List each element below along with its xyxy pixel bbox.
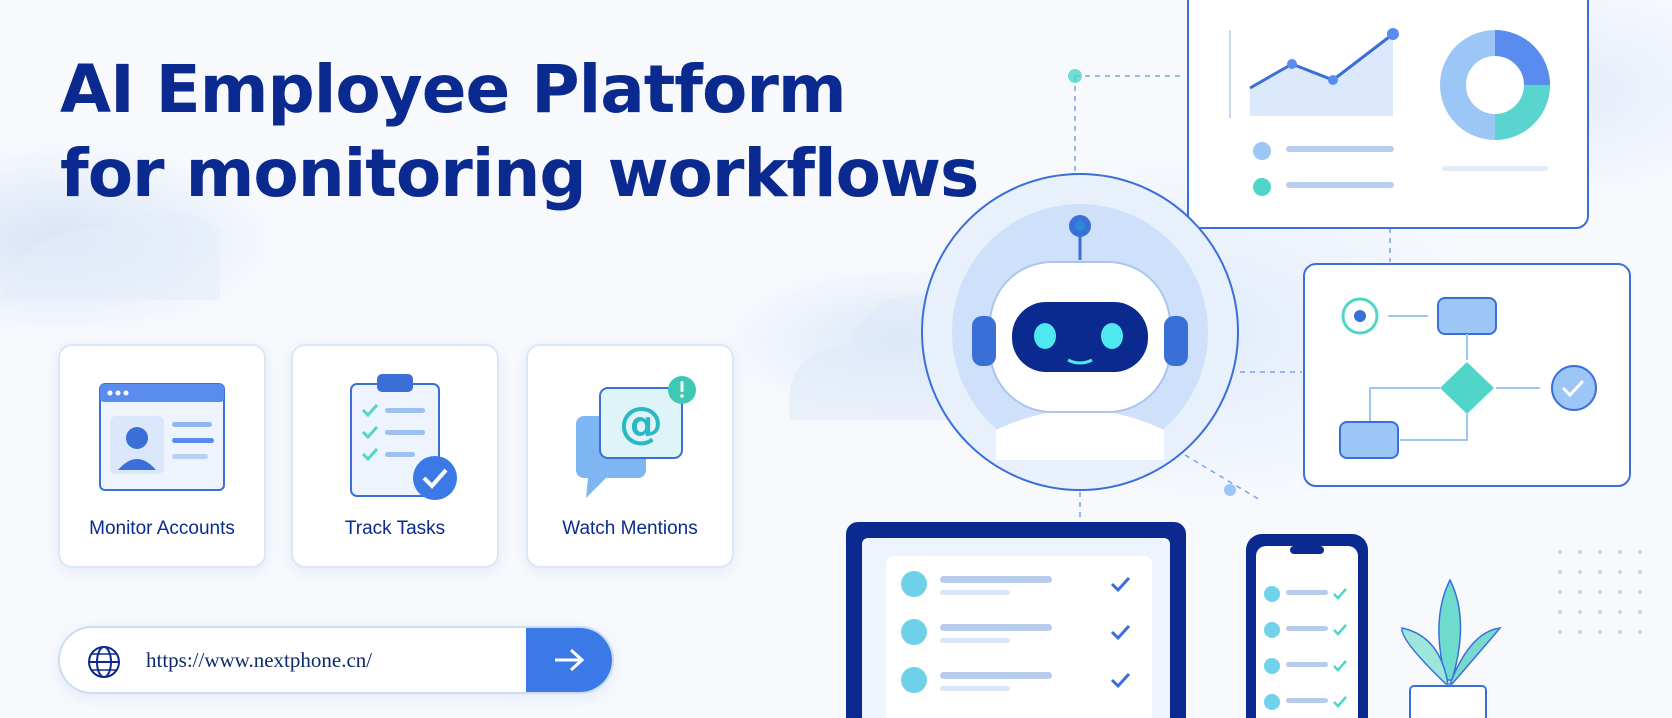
workflow-card: [1303, 263, 1631, 487]
connector-lines: [1074, 75, 1391, 520]
title-line-2: for monitoring workflows: [60, 135, 979, 212]
feature-label: Monitor Accounts: [89, 518, 235, 539]
go-button[interactable]: [526, 628, 612, 692]
feature-label: Track Tasks: [344, 518, 446, 539]
robot-icon: [921, 173, 1239, 491]
feature-label: Watch Mentions: [562, 518, 698, 539]
svg-text:@: @: [619, 398, 663, 449]
mention-chat-icon: @: [576, 376, 696, 498]
feature-card-watch-mentions[interactable]: @ Watch Mentions: [526, 344, 734, 568]
plant-icon: [1401, 578, 1502, 718]
connector-node: [1224, 484, 1236, 496]
analytics-card: [1187, 0, 1589, 229]
account-window-icon: [99, 383, 225, 491]
clipboard-checklist-icon: [350, 374, 457, 500]
feature-card-monitor-accounts[interactable]: Monitor Accounts: [58, 344, 266, 568]
globe-icon: [88, 646, 120, 678]
title-line-1: AI Employee Platform: [60, 51, 847, 128]
url-text[interactable]: https://www.nextphone.cn/: [146, 648, 373, 672]
cloud-illustration: [0, 210, 1040, 420]
dot-grid-decoration: [1558, 550, 1642, 634]
laptop-icon: [846, 522, 1186, 718]
phone-icon: [1246, 534, 1368, 718]
connector-node: [1068, 69, 1082, 83]
url-bar[interactable]: https://www.nextphone.cn/: [58, 626, 614, 694]
page-title: AI Employee Platform for monitoring work…: [60, 48, 979, 216]
arrow-right-icon: [555, 648, 585, 672]
feature-card-track-tasks[interactable]: Track Tasks: [291, 344, 499, 568]
